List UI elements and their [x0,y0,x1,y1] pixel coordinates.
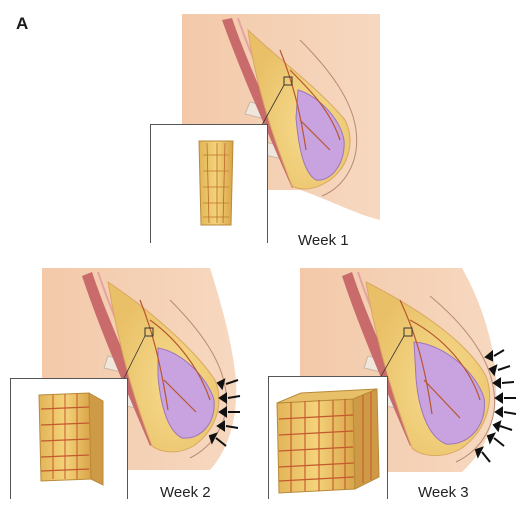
caption-week-2: Week 2 [160,484,211,501]
tissue-inset-week-2 [10,378,128,499]
pressure-arrows-week-3 [474,349,517,463]
caption-week-3: Week 3 [418,484,469,501]
stage-week-1: Week 1 [150,14,380,249]
tissue-inset-week-1 [150,124,268,243]
panel-label: A [16,14,29,33]
pressure-arrows-week-2 [208,378,241,447]
tissue-inset-week-3 [268,376,388,499]
caption-week-1: Week 1 [298,232,349,249]
breast-cross-section-week-1 [182,14,380,220]
